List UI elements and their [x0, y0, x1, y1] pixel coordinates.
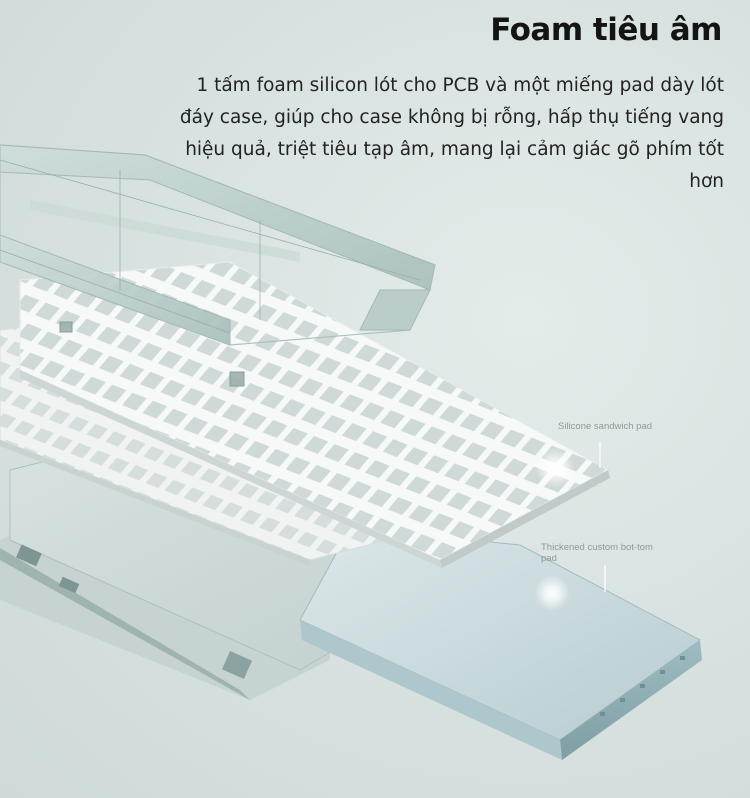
bottom-pad-highlight	[534, 575, 570, 611]
silicone-pad-highlight	[535, 448, 575, 488]
callout-lines	[599, 442, 606, 592]
silicone-pad-callout-label: Silicone sandwich pad	[558, 421, 653, 432]
acrylic-top-frame	[0, 144, 436, 387]
bottom-pad	[299, 527, 702, 760]
feature-description: 1 tấm foam silicon lót cho PCB và một mi…	[179, 75, 724, 192]
bottom-pad-callout-label: Thickened custom bot-tom pad	[541, 542, 653, 564]
page-title: Foam tiêu âm	[490, 12, 722, 48]
silicone-sandwich-pad	[19, 261, 610, 568]
